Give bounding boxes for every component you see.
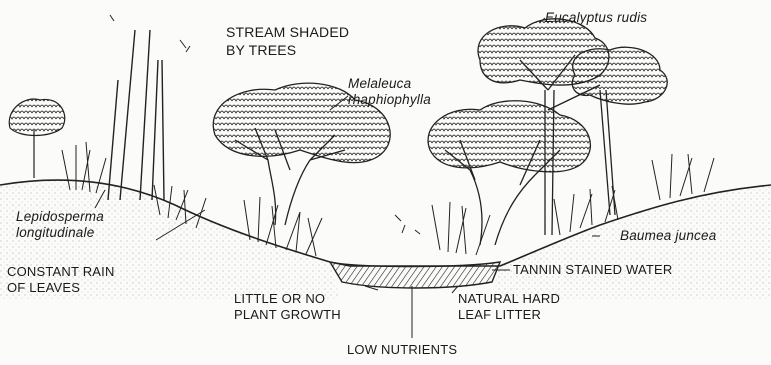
small-tree-left [9, 99, 65, 178]
stream-water [330, 262, 500, 288]
label-melaleuca: Melaleuca rhaphiophylla [348, 76, 431, 108]
label-lepidosperma: Lepidosperma longitudinale [16, 209, 104, 241]
label-lepidosperma-line1: Lepidosperma [16, 209, 104, 225]
tall-trunks-left [108, 30, 164, 200]
label-rain-of-leaves-line1: CONSTANT RAIN [7, 264, 115, 280]
label-leaf-litter-line2: LEAF LITTER [458, 307, 560, 323]
label-melaleuca-line2: rhaphiophylla [348, 92, 431, 108]
label-stream-shaded-line1: STREAM SHADED [226, 23, 349, 41]
label-stream-shaded: STREAM SHADED BY TREES [226, 23, 349, 59]
label-rain-of-leaves-line2: OF LEAVES [7, 280, 115, 296]
label-rain-of-leaves: CONSTANT RAIN OF LEAVES [7, 264, 115, 296]
label-lepidosperma-line2: longitudinale [16, 225, 104, 241]
label-baumea-juncea: Baumea juncea [620, 228, 716, 244]
label-little-growth-line2: PLANT GROWTH [234, 307, 341, 323]
label-low-nutrients: LOW NUTRIENTS [347, 342, 457, 358]
label-leaf-litter-line1: NATURAL HARD [458, 291, 560, 307]
right-bank-tree [428, 101, 590, 245]
label-tannin-water: TANNIN STAINED WATER [513, 262, 673, 278]
label-melaleuca-line1: Melaleuca [348, 76, 431, 92]
label-little-growth-line1: LITTLE OR NO [234, 291, 341, 307]
label-eucalyptus-rudis: Eucalyptus rudis [545, 10, 647, 26]
label-stream-shaded-line2: BY TREES [226, 41, 349, 59]
label-leaf-litter: NATURAL HARD LEAF LITTER [458, 291, 560, 323]
label-little-growth: LITTLE OR NO PLANT GROWTH [234, 291, 341, 323]
